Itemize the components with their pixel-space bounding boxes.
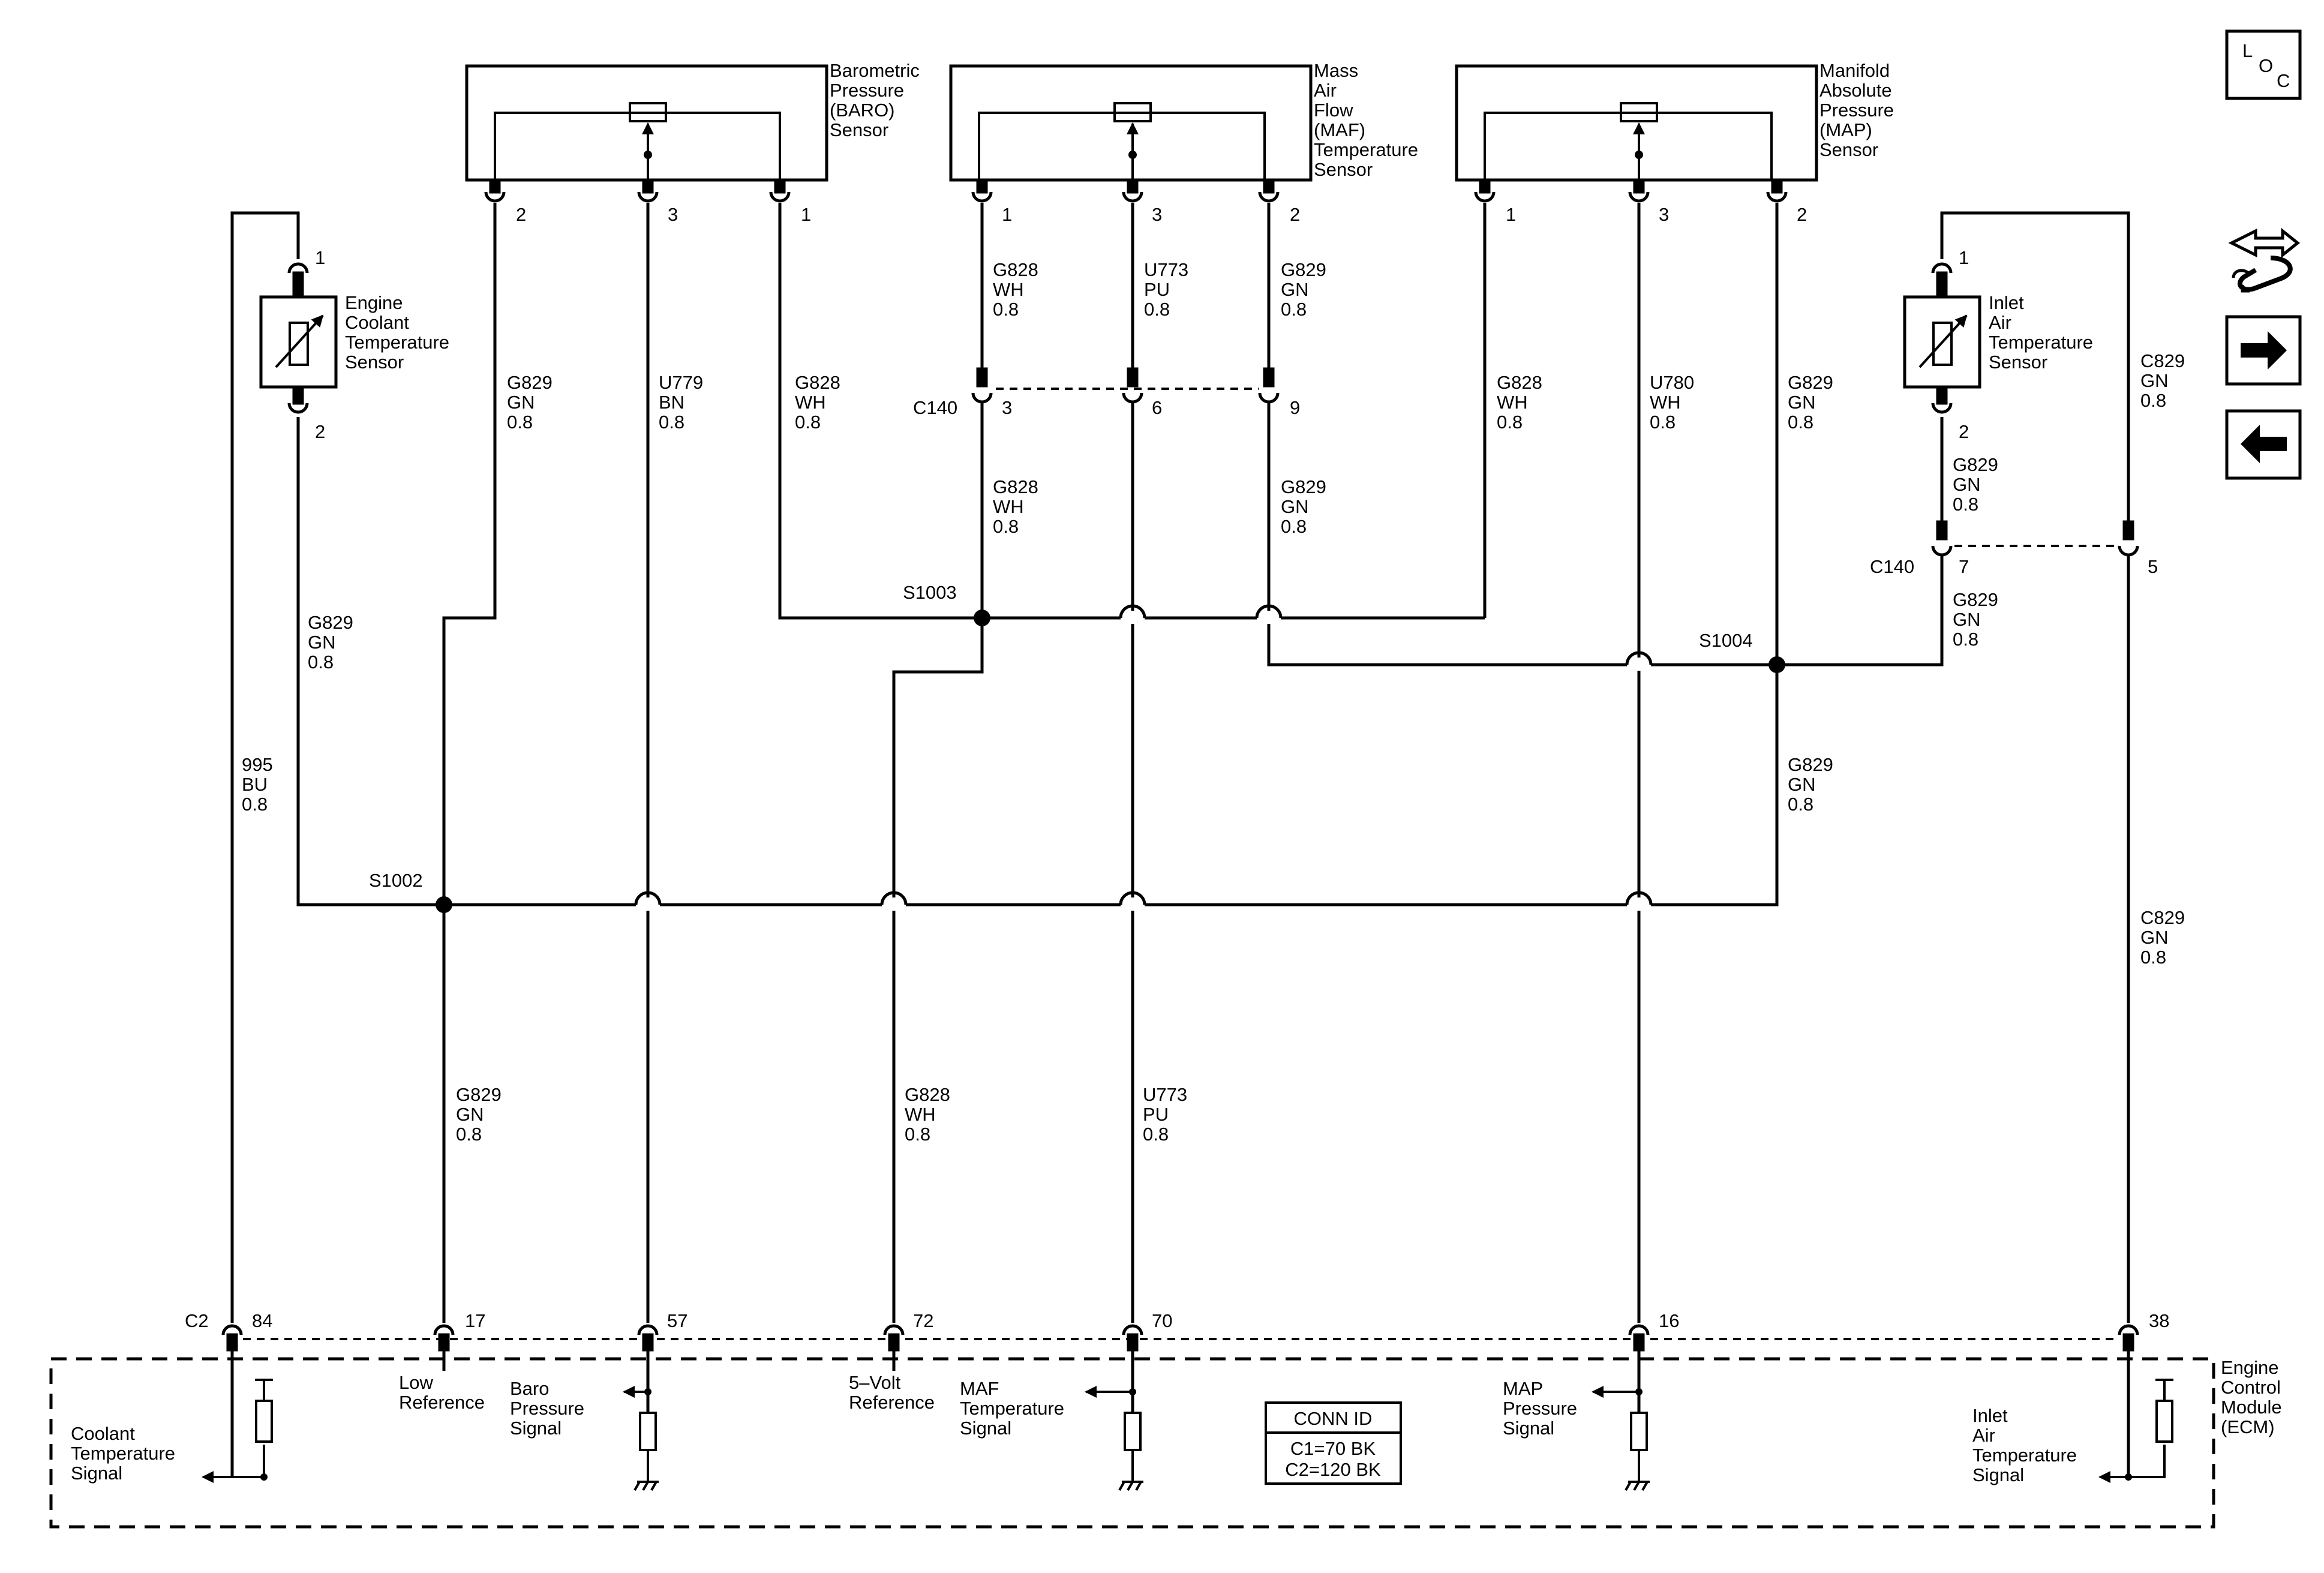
- prev-page-button[interactable]: [2225, 409, 2302, 480]
- pin-map-1: 1: [1506, 204, 1516, 225]
- pin-ect-2: 2: [315, 421, 325, 442]
- pin-ect-1: 1: [315, 247, 325, 268]
- splice-s1003-label: S1003: [903, 582, 957, 603]
- pin-baro-1: 1: [801, 204, 811, 225]
- pin-ecm-70: 70: [1152, 1310, 1172, 1331]
- maf-sensor: [949, 64, 1313, 182]
- ecm-module: [49, 1350, 2215, 1529]
- conn-id-c1: C1=70 BK: [1290, 1438, 1376, 1459]
- pin-iat-1: 1: [1959, 247, 1969, 268]
- pin-map-2: 2: [1797, 204, 1807, 225]
- pin-c140-9: 9: [1290, 397, 1300, 418]
- pin-maf-3: 3: [1152, 204, 1162, 225]
- wiring-harness-icon[interactable]: [2228, 227, 2301, 293]
- conn-id-box: [1265, 1401, 1402, 1485]
- loc-button[interactable]: L O C: [2225, 29, 2302, 100]
- splice-s1004-dot: [1768, 656, 1785, 673]
- connector-ties: [243, 388, 2118, 1340]
- next-page-button[interactable]: [2225, 315, 2302, 386]
- ect-sensor: [259, 295, 338, 389]
- pin-c140-6: 6: [1152, 397, 1162, 418]
- splice-s1002-dot: [436, 896, 452, 913]
- pin-maf-2: 2: [1290, 204, 1300, 225]
- pin-ecm-16: 16: [1659, 1310, 1679, 1331]
- pin-ecm-84: 84: [252, 1310, 272, 1331]
- pin-c140-7: 7: [1959, 556, 1969, 577]
- connector-c140-iat: C140: [1870, 556, 1914, 577]
- splice-s1004-label: S1004: [1699, 630, 1753, 651]
- splice-s1003-dot: [974, 610, 990, 626]
- pin-ecm-38: 38: [2149, 1310, 2169, 1331]
- pin-ecm-72: 72: [913, 1310, 933, 1331]
- splice-points: [436, 610, 1785, 913]
- loc-letter-l: L: [2242, 40, 2253, 61]
- pin-iat-2: 2: [1959, 421, 1969, 442]
- pin-baro-2: 2: [516, 204, 526, 225]
- splice-s1002-label: S1002: [369, 870, 423, 891]
- pin-maf-1: 1: [1002, 204, 1012, 225]
- connector-c140-maf: C140: [913, 397, 957, 418]
- wires: [230, 203, 2130, 1323]
- map-sensor: [1455, 64, 1818, 182]
- iat-sensor: [1903, 295, 1981, 389]
- pin-c140-3: 3: [1002, 397, 1012, 418]
- arrow-left-icon[interactable]: [2225, 409, 2302, 480]
- connector-c2: C2: [185, 1310, 209, 1331]
- loc-icon[interactable]: [2225, 29, 2302, 100]
- connector-terminals: [221, 178, 2139, 1352]
- pin-baro-3: 3: [668, 204, 678, 225]
- pin-map-3: 3: [1659, 204, 1669, 225]
- baro-sensor: [465, 64, 828, 182]
- conn-id-title: CONN ID: [1294, 1408, 1373, 1429]
- conn-id-c2: C2=120 BK: [1285, 1459, 1381, 1480]
- pin-c140-5: 5: [2148, 556, 2158, 577]
- pin-ecm-17: 17: [465, 1310, 485, 1331]
- arrow-right-icon[interactable]: [2225, 315, 2302, 386]
- pin-ecm-57: 57: [667, 1310, 687, 1331]
- loc-letter-c: C: [2277, 70, 2290, 91]
- loc-letter-o: O: [2259, 55, 2273, 76]
- wire-crossovers: [634, 604, 1653, 911]
